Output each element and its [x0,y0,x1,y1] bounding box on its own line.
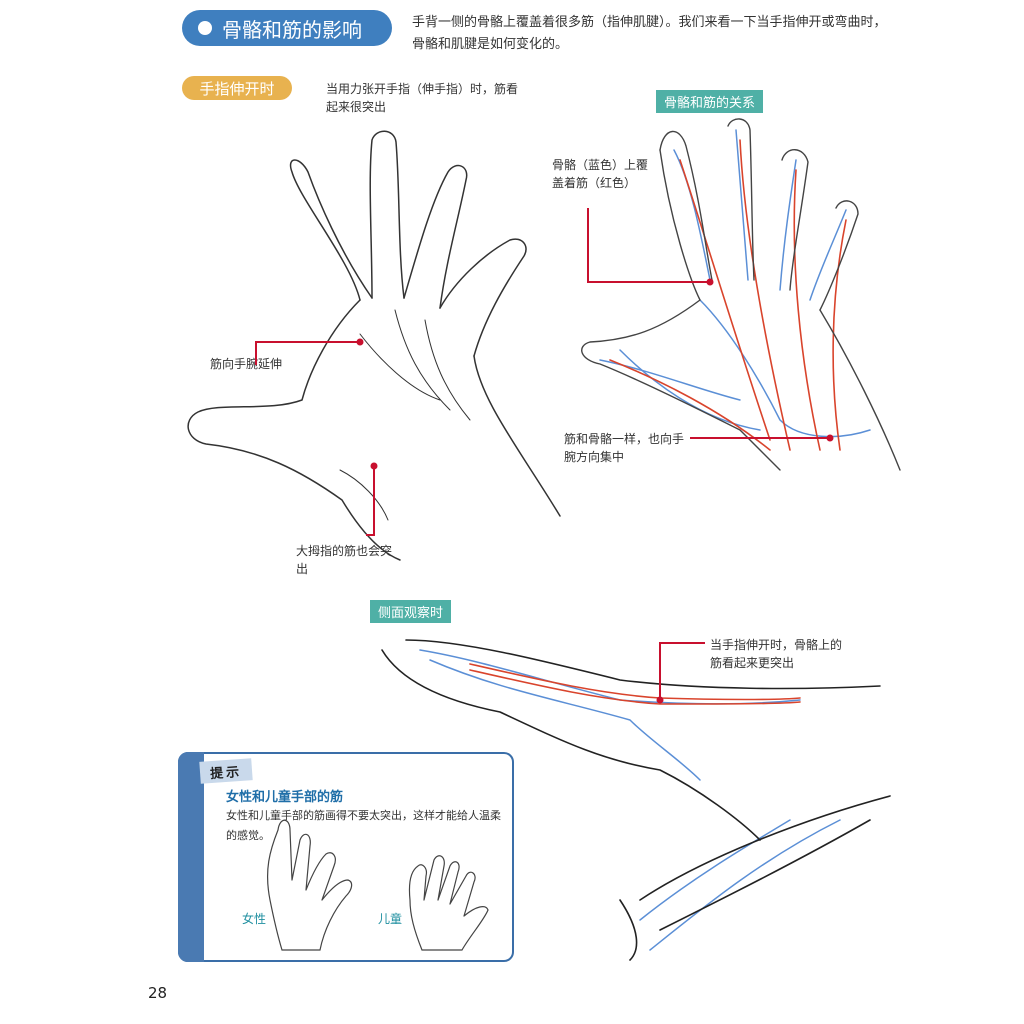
leader-lines-right [587,208,830,439]
tip-title: 女性和儿童手部的筋 [226,790,344,805]
hand-extended-drawing [187,130,561,561]
section-title: 骨骼和筋的影响 [182,10,392,46]
label-thumb-tendon: 大拇指的筋也会突出 [296,544,393,576]
pin-dot [826,434,834,442]
tag-bone-tendon-relation: 骨骼和筋的关系 [656,90,764,113]
tag-side-view: 侧面观察时 [370,600,452,623]
hand-side-view-drawing [381,639,891,961]
pin-dot [656,696,664,704]
hand-bone-tendon-drawing [581,118,901,471]
tip-hands-drawing [267,819,489,951]
tip-text: 女性和儿童手部的筋画得不要太突出，这样才能给人温柔的感觉。 [226,809,501,842]
label-gather-to-wrist: 筋和骨骼一样，也向手腕方向集中 [564,432,685,464]
leader-lines-side [659,642,705,700]
leader-lines-left [255,341,375,536]
label-bone-covered: 骨骼（蓝色）上覆盖着筋（红色） [552,158,649,190]
tag-fingers-extended: 手指伸开时 [182,76,292,100]
label-child: 儿童 [378,912,403,926]
section-title-text: 骨骼和筋的影响 [222,17,362,42]
label-side-tendon: 当手指伸开时，骨骼上的筋看起来更突出 [710,638,843,670]
label-female: 女性 [242,912,267,926]
intro-text: 手背一侧的骨骼上覆盖着很多筋（指伸肌腱）。我们来看一下当手指伸开或弯曲时，骨骼和… [412,15,887,52]
tip-box-sidebar [178,752,204,962]
extend-note: 当用力张开手指（伸手指）时，筋看起来很突出 [326,82,519,114]
pin-dot [706,278,714,286]
bullet-dot-icon [198,21,212,35]
page-number: 28 [148,984,168,1002]
pin-dot [356,338,364,346]
pin-dot [370,462,378,470]
label-tendon-to-wrist: 筋向手腕延伸 [210,357,283,371]
